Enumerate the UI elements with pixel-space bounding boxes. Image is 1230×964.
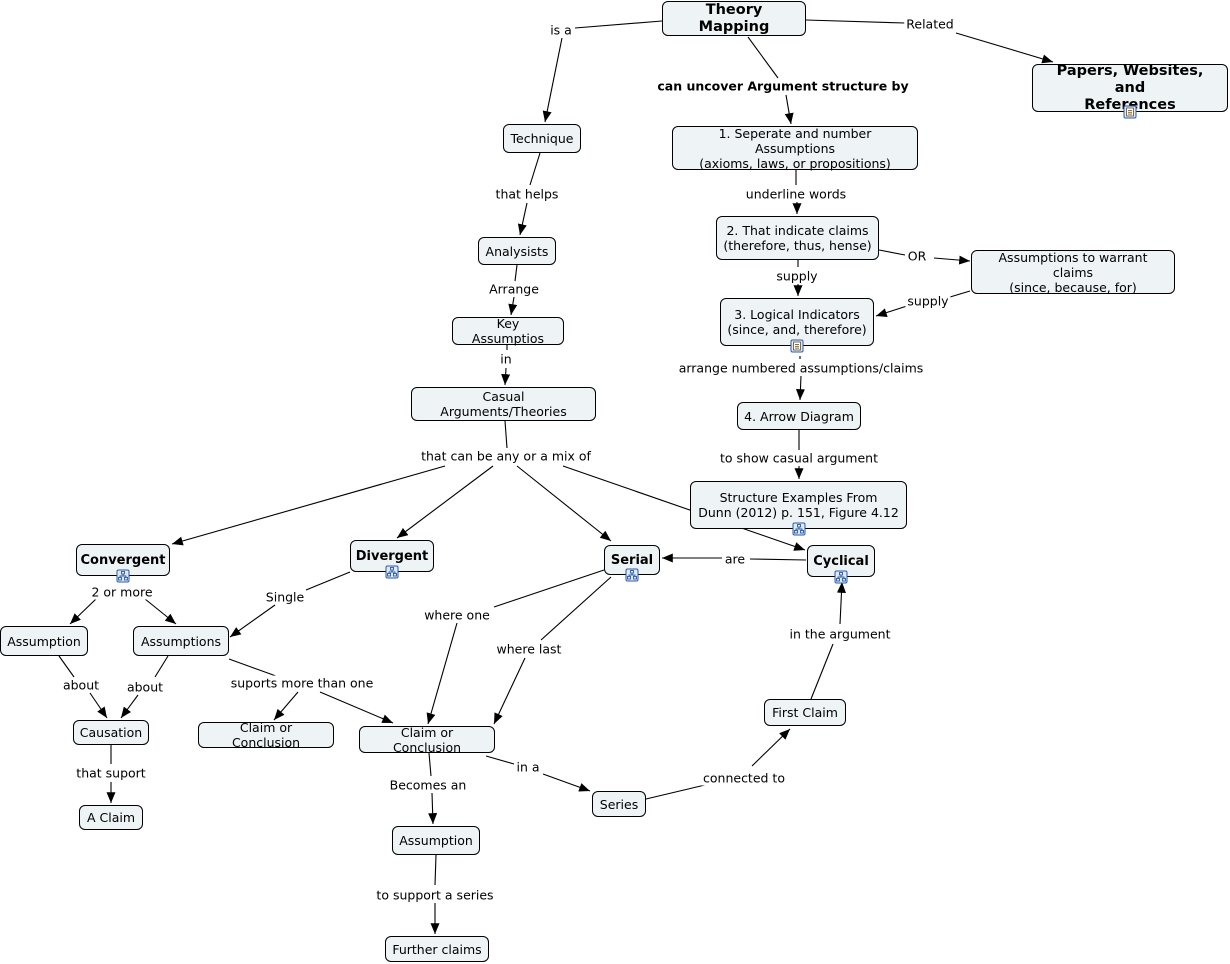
node-first-claim[interactable]: First Claim bbox=[764, 699, 846, 726]
node-papers-websites-references[interactable]: Papers, Websites, and References bbox=[1032, 63, 1228, 113]
link-label-in: in bbox=[498, 351, 514, 367]
concept-map-icon[interactable] bbox=[792, 522, 806, 536]
link-label-in-the-argument: in the argument bbox=[787, 626, 893, 642]
node-assumption-bottom[interactable]: Assumption bbox=[392, 826, 480, 855]
node-key-assumptios[interactable]: Key Assumptios bbox=[452, 316, 564, 346]
node-further-claims[interactable]: Further claims bbox=[385, 936, 489, 962]
link-label-about: about bbox=[60, 677, 102, 693]
node-step3-logical-indicators[interactable]: 3. Logical Indicators (since, and, there… bbox=[720, 298, 874, 346]
link-label-to-show: to show casual argument bbox=[717, 450, 881, 466]
node-assumptions-to-warrant-claims[interactable]: Assumptions to warrant claims (since, be… bbox=[971, 250, 1175, 295]
node-causation[interactable]: Causation bbox=[73, 720, 149, 745]
link-label-two-or-more: 2 or more bbox=[89, 584, 155, 600]
link-label-arrange-numbered: arrange numbered assumptions/claims bbox=[676, 360, 926, 376]
link-label-to-support-series: to support a series bbox=[374, 887, 496, 903]
node-claim-or-conclusion-main[interactable]: Claim or Conclusion bbox=[359, 725, 495, 755]
node-casual-arguments-theories[interactable]: Casual Arguments/Theories bbox=[411, 387, 596, 421]
node-assumption-left[interactable]: Assumption bbox=[0, 626, 88, 656]
edges-group bbox=[58, 19, 1054, 934]
document-icon[interactable] bbox=[790, 339, 804, 353]
link-label-any-or-mix: that can be any or a mix of bbox=[419, 448, 593, 464]
node-theory-mapping[interactable]: Theory Mapping bbox=[662, 1, 806, 36]
node-technique[interactable]: Technique bbox=[503, 124, 581, 153]
link-label-can-uncover: can uncover Argument structure by bbox=[655, 78, 911, 94]
concept-map-icon[interactable] bbox=[834, 570, 848, 584]
link-label-single: Single bbox=[263, 589, 307, 605]
link-label-suports-more: suports more than one bbox=[228, 675, 376, 691]
link-label-becomes-an: Becomes an bbox=[387, 777, 469, 793]
node-assumptions-mid[interactable]: Assumptions bbox=[133, 626, 229, 656]
document-icon[interactable] bbox=[1123, 105, 1137, 119]
node-step4-arrow-diagram[interactable]: 4. Arrow Diagram bbox=[737, 402, 861, 430]
link-label-connected-to: connected to bbox=[701, 770, 787, 786]
node-series[interactable]: Series bbox=[592, 791, 646, 817]
link-label-in-a: in a bbox=[514, 759, 542, 775]
concept-map-icon[interactable] bbox=[385, 565, 399, 579]
node-step1-separate-assumptions[interactable]: 1. Seperate and number Assumptions (axio… bbox=[672, 126, 918, 171]
node-a-claim[interactable]: A Claim bbox=[79, 805, 143, 830]
link-label-supply: supply bbox=[905, 293, 951, 309]
link-label-is-a: is a bbox=[548, 22, 574, 38]
link-label-underline-words: underline words bbox=[743, 186, 849, 202]
node-analysists[interactable]: Analysists bbox=[478, 237, 556, 265]
link-label-are: are bbox=[722, 551, 748, 567]
node-claim-or-conclusion-left[interactable]: Claim or Conclusion bbox=[198, 720, 334, 750]
link-label-that-helps: that helps bbox=[493, 186, 561, 202]
link-label-that-suport: that suport bbox=[74, 765, 148, 781]
link-label-about: about bbox=[124, 679, 166, 695]
link-label-where-last: where last bbox=[494, 641, 564, 657]
link-label-supply: supply bbox=[774, 268, 820, 284]
link-label-related: Related bbox=[904, 16, 956, 32]
link-label-where-one: where one bbox=[422, 607, 492, 623]
node-step2-indicate-claims[interactable]: 2. That indicate claims (therefore, thus… bbox=[716, 216, 879, 260]
node-convergent[interactable]: Convergent bbox=[76, 544, 170, 576]
link-label-or: OR bbox=[905, 248, 929, 264]
link-label-arrange: Arrange bbox=[487, 281, 541, 297]
node-divergent[interactable]: Divergent bbox=[350, 540, 434, 572]
concept-map-icon[interactable] bbox=[116, 569, 130, 583]
concept-map-icon[interactable] bbox=[625, 568, 639, 582]
node-structure-examples[interactable]: Structure Examples From Dunn (2012) p. 1… bbox=[690, 481, 907, 529]
